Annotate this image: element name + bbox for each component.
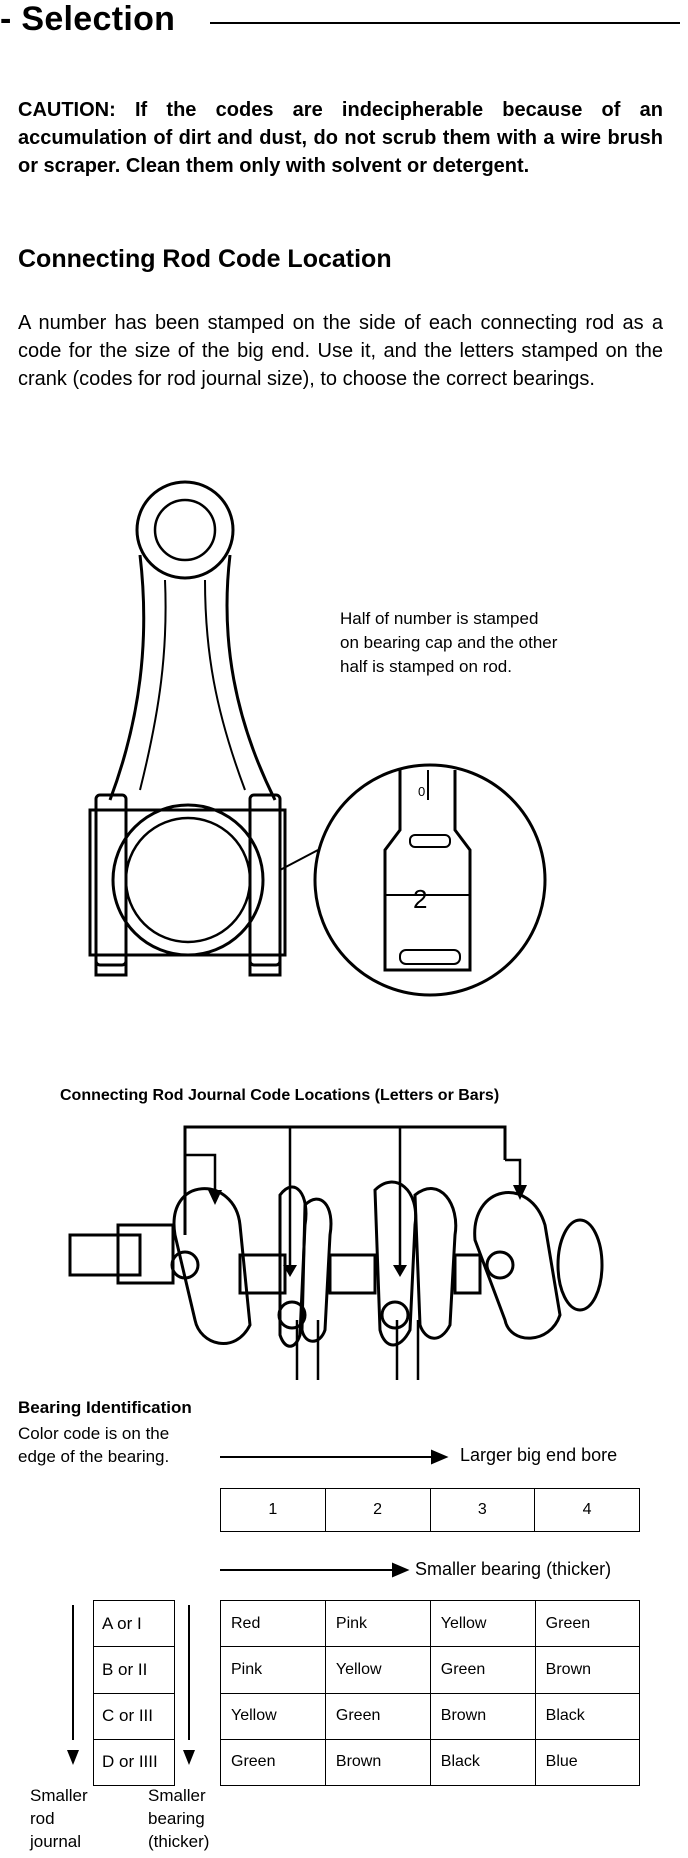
color-cell: Green bbox=[534, 1599, 641, 1648]
subheading: Connecting Rod Code Location bbox=[18, 245, 392, 273]
larger-bore-label: Larger big end bore bbox=[460, 1445, 618, 1465]
journal-code-cell: C or III bbox=[93, 1692, 175, 1740]
bore-code-table: 1 2 3 4 bbox=[220, 1488, 640, 1532]
color-cell: Yellow bbox=[429, 1599, 536, 1648]
rod-mark-zero: 0 bbox=[418, 784, 425, 799]
smaller-bearing-label: Smaller bearing (thicker) bbox=[415, 1559, 612, 1579]
section-heading: - Selection bbox=[0, 0, 176, 38]
color-cell: Blue bbox=[534, 1738, 641, 1787]
crank-figure-title: Connecting Rod Journal Code Locations (L… bbox=[60, 1087, 500, 1104]
color-cell: Green bbox=[220, 1738, 326, 1787]
smaller-rod-journal-label: Smaller rod journal bbox=[30, 1786, 88, 1851]
smaller-bearing-foot-label: Smaller bearing (thicker) bbox=[148, 1786, 210, 1851]
rod-mark-code: 2 bbox=[413, 884, 427, 914]
color-cell: Pink bbox=[220, 1646, 326, 1694]
bearing-arrows bbox=[72, 1449, 449, 1740]
down-arrowheads bbox=[67, 1750, 195, 1765]
color-cell: Green bbox=[429, 1646, 536, 1694]
color-cell: Red bbox=[220, 1599, 326, 1648]
journal-code-cell: B or II bbox=[93, 1646, 175, 1694]
color-cell: Black bbox=[429, 1738, 536, 1787]
color-cell: Brown bbox=[429, 1692, 536, 1740]
body-paragraph: A number has been stamped on the side of… bbox=[18, 312, 663, 390]
journal-code-cell: A or I bbox=[93, 1599, 175, 1648]
rod-callout-text: Half of number is stamped on bearing cap… bbox=[340, 609, 558, 676]
color-cell: Black bbox=[534, 1692, 641, 1740]
bore-code-cell: 3 bbox=[429, 1488, 536, 1532]
bearing-id-title: Bearing Identification bbox=[18, 1398, 192, 1417]
bearing-id-note: Color code is on the edge of the bearing… bbox=[18, 1424, 170, 1466]
color-cell: Brown bbox=[324, 1738, 431, 1787]
bore-code-cell: 2 bbox=[324, 1488, 431, 1532]
journal-code-cell: D or IIII bbox=[93, 1738, 175, 1787]
caution-text: CAUTION: If the codes are indecipherable… bbox=[18, 99, 663, 177]
color-cell: Yellow bbox=[324, 1646, 431, 1694]
heading-rule bbox=[210, 22, 680, 24]
journal-code-table: A or I B or II C or III D or IIII bbox=[93, 1599, 175, 1787]
bearing-color-table: Red Pink Yellow Green Pink Yellow Green … bbox=[220, 1599, 641, 1787]
bore-code-cell: 4 bbox=[534, 1488, 640, 1532]
connecting-rod-illustration: 0 2 bbox=[88, 480, 547, 997]
color-cell: Yellow bbox=[220, 1692, 326, 1740]
color-cell: Green bbox=[324, 1692, 431, 1740]
bore-code-cell: 1 bbox=[220, 1488, 326, 1532]
color-cell: Brown bbox=[534, 1646, 641, 1694]
color-cell: Pink bbox=[324, 1599, 431, 1648]
crankshaft-illustration bbox=[68, 1125, 604, 1380]
